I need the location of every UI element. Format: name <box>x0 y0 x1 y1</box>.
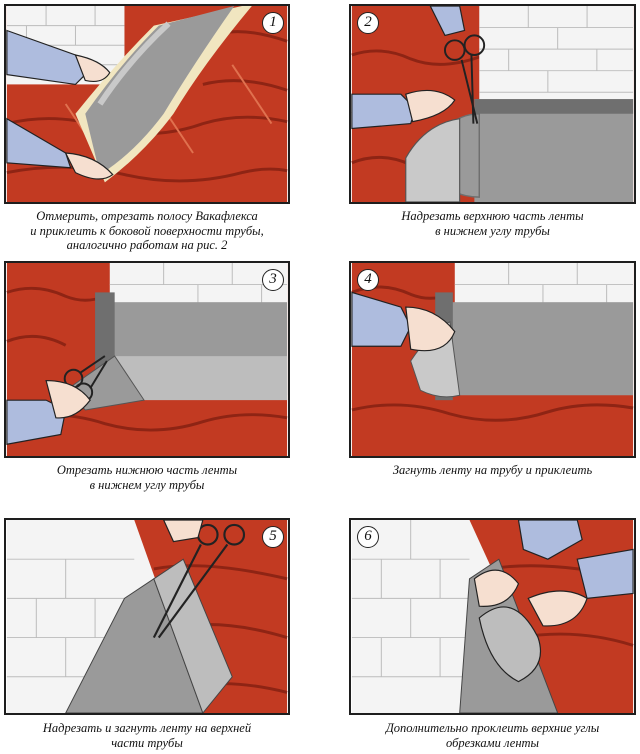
caption-line: в нижнем углу трубы <box>89 477 205 492</box>
caption-line: Отмерить, отрезать полосу Вакафлекса <box>36 209 258 223</box>
step-number-badge: 6 <box>357 526 379 548</box>
panel-3: 3 <box>4 261 290 458</box>
illustration-3 <box>6 263 288 456</box>
step-number-badge: 3 <box>262 269 284 291</box>
caption-line: в нижнем углу трубы <box>435 223 550 238</box>
step-number-badge: 5 <box>262 526 284 548</box>
illustration-4 <box>351 263 634 456</box>
illustration-1 <box>6 6 288 202</box>
caption-line: и приклеить к боковой поверхности трубы, <box>30 223 264 238</box>
caption-2: Надрезать верхнюю часть ленты в нижнем у… <box>349 209 636 238</box>
caption-line: аналогично работам на рис. 2 <box>66 238 228 252</box>
caption-3: Отрезать нижнюю часть ленты в нижнем угл… <box>4 463 290 492</box>
caption-4: Загнуть ленту на трубу и приклеить <box>349 463 636 478</box>
step-number-badge: 4 <box>357 269 379 291</box>
caption-6: Дополнительно проклеить верхние углы обр… <box>349 721 636 750</box>
panel-4: 4 <box>349 261 636 458</box>
illustration-5 <box>6 520 288 713</box>
caption-line: Дополнительно проклеить верхние углы <box>385 721 600 735</box>
caption-line: Загнуть ленту на трубу и приклеить <box>392 463 593 477</box>
caption-line: Надрезать и загнуть ленту на верхней <box>42 721 252 735</box>
illustration-2 <box>351 6 634 202</box>
caption-line: Надрезать верхнюю часть ленты <box>401 209 584 223</box>
panel-5: 5 <box>4 518 290 715</box>
step-number-badge: 2 <box>357 12 379 34</box>
caption-line: Отрезать нижнюю часть ленты <box>56 463 238 477</box>
panel-1: 1 <box>4 4 290 204</box>
panel-2: 2 <box>349 4 636 204</box>
illustration-6 <box>351 520 634 713</box>
step-number-badge: 1 <box>262 12 284 34</box>
caption-line: обрезками ленты <box>445 735 540 750</box>
caption-line: части трубы <box>111 735 183 750</box>
caption-1: Отмерить, отрезать полосу Вакафлекса и п… <box>4 209 290 253</box>
panel-6: 6 <box>349 518 636 715</box>
caption-5: Надрезать и загнуть ленту на верхней час… <box>4 721 290 750</box>
